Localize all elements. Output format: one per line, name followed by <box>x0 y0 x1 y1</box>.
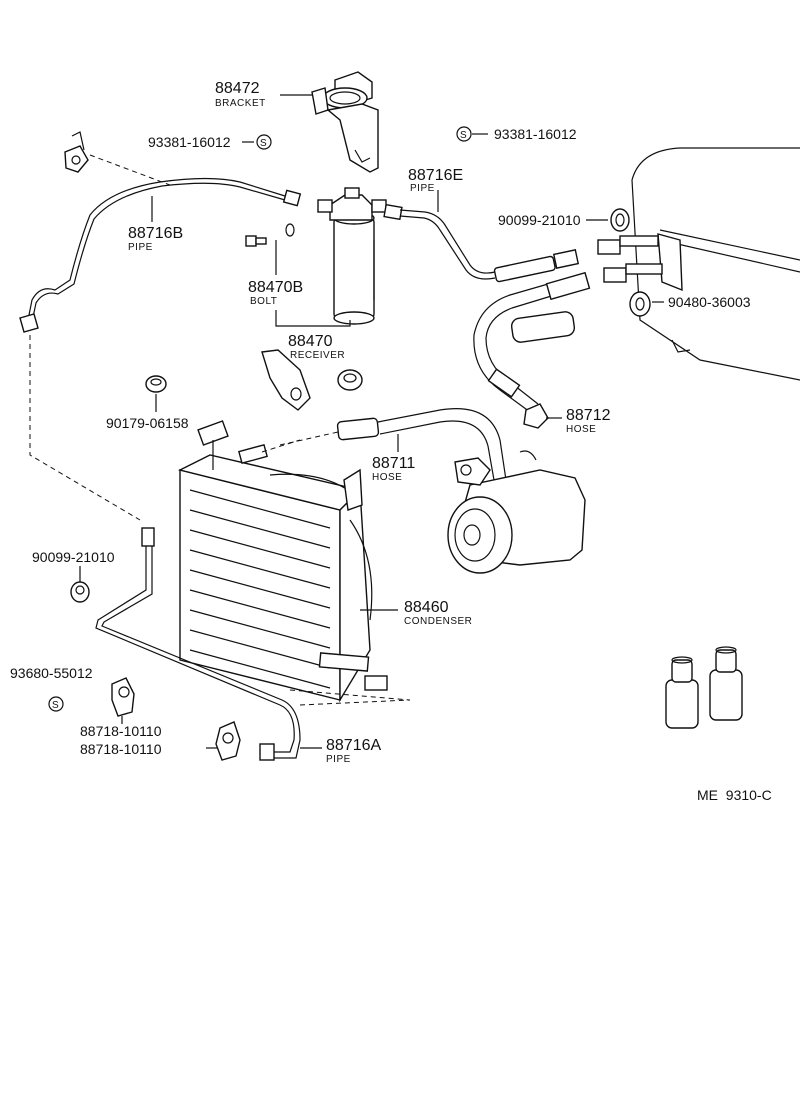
pipe-a-number: 88716A <box>326 737 381 754</box>
pipe-88716a-part <box>95 527 301 761</box>
clamp-icon <box>111 677 135 717</box>
bolt-part <box>245 223 295 247</box>
svg-text:S: S <box>52 700 59 711</box>
dashed-guide <box>89 154 171 186</box>
caps-part <box>665 646 743 729</box>
oring-2-number: 90480-36003 <box>668 294 751 310</box>
pipe-a-name: PIPE <box>326 754 351 765</box>
clip-icon <box>64 131 89 173</box>
s-symbol-icon: S <box>456 126 472 142</box>
svg-text:S: S <box>260 138 267 149</box>
hose-11-name: HOSE <box>372 472 402 483</box>
receiver-name: RECEIVER <box>290 350 345 361</box>
clamp-2-number: 88718-10110 <box>80 741 162 757</box>
bolt-name: BOLT <box>250 296 277 307</box>
receiver-part <box>317 187 387 325</box>
bracket-name: BRACKET <box>215 98 266 109</box>
condenser-number: 88460 <box>404 599 449 616</box>
bolt-number: 88470B <box>248 279 303 296</box>
hose-12-name: HOSE <box>566 424 596 435</box>
pipe-88716b-part <box>19 177 302 333</box>
bolt-s-right-number: 93381-16012 <box>494 126 577 142</box>
pipe-88716e-part <box>383 203 580 283</box>
dashed-guide <box>261 439 301 453</box>
dashed-guide <box>29 335 141 521</box>
o-ring-icon <box>610 208 630 232</box>
bracket-number: 88472 <box>215 80 260 97</box>
hose-88711-part <box>279 408 507 498</box>
o-ring-icon <box>70 581 90 603</box>
oring-3-number: 90099-21010 <box>32 549 115 565</box>
pipe-b-name: PIPE <box>128 242 153 253</box>
condenser-part <box>177 420 388 703</box>
dashed-guide <box>289 689 411 701</box>
pipe-e-name: PIPE <box>410 183 435 194</box>
dashed-guide <box>299 699 411 706</box>
bolt-s-left-number: 93381-16012 <box>148 134 231 150</box>
firewall-block <box>597 147 800 381</box>
cushion-number: 90179-06158 <box>106 415 189 431</box>
o-ring-icon <box>629 291 651 317</box>
s-symbol-icon: S <box>48 696 64 712</box>
svg-text:S: S <box>460 130 467 141</box>
clamp-1-number: 88718-10110 <box>80 723 162 739</box>
hose-11-number: 88711 <box>372 455 415 472</box>
diagram-code: ME 9310-C <box>697 787 772 803</box>
screw-number: 93680-55012 <box>10 665 93 681</box>
pipe-b-number: 88716B <box>128 225 183 242</box>
clamp-icon <box>215 721 241 761</box>
oring-1-number: 90099-21010 <box>498 212 581 228</box>
hose-12-number: 88712 <box>566 407 611 424</box>
cushion-part <box>145 349 363 411</box>
hose-88712-part <box>473 271 591 429</box>
bracket-part <box>311 71 379 173</box>
leader-receiver <box>275 310 351 327</box>
compressor-part <box>447 450 586 574</box>
condenser-name: CONDENSER <box>404 616 472 627</box>
receiver-number: 88470 <box>288 333 333 350</box>
s-symbol-icon: S <box>256 134 272 150</box>
pipe-e-number: 88716E <box>408 167 463 184</box>
